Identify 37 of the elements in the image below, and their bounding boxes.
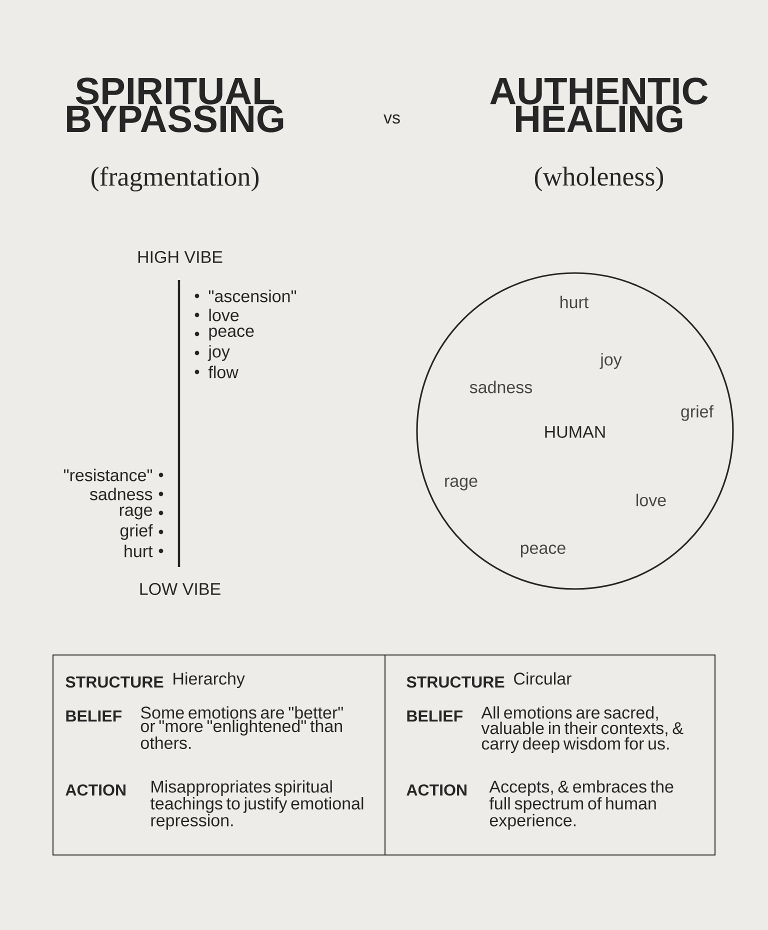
list-item: "resistance": [64, 468, 164, 482]
axis-label: LOW VIBE: [140, 582, 220, 596]
cell-text: Some emotions are "better" or "more "enlightened" than others.: [140, 706, 343, 750]
list-item: joy: [194, 345, 230, 361]
row-heading: STRUCTURE: [66, 676, 164, 688]
list-item: "ascension": [194, 290, 296, 302]
center-label: HUMAN: [545, 426, 605, 438]
emotion-word: hurt: [560, 296, 588, 308]
subtitle-text: (wholeness): [534, 166, 664, 192]
emotion-word: rage: [445, 478, 478, 490]
cell-text: Circular: [514, 672, 572, 685]
list-item: grief: [120, 524, 164, 540]
title-text: SPIRITUAL BYPASSING: [67, 78, 284, 132]
cell-text: Hierarchy: [174, 672, 245, 688]
emotion-word: sadness: [470, 380, 532, 394]
row-heading: BELIEF: [407, 710, 462, 722]
vs-text: vs: [384, 114, 400, 124]
list-item: hurt: [124, 544, 164, 558]
cell-text: All emotions are sacred, valuable in their contexts, & carry deep wisdom for us.: [481, 706, 684, 754]
axis-label: HIGH VIBE: [138, 251, 222, 264]
list-item: rage: [120, 506, 164, 520]
emotion-word: joy: [600, 353, 622, 369]
emotion-word: love: [636, 494, 666, 506]
list-item: flow: [194, 366, 238, 378]
list-item: love: [194, 308, 239, 322]
emotion-word: grief: [681, 405, 714, 421]
title-text: AUTHENTIC HEALING: [490, 78, 708, 132]
row-heading: BELIEF: [66, 710, 122, 722]
list-item: peace: [194, 328, 254, 340]
list-item: sadness: [90, 488, 164, 500]
row-heading: ACTION: [66, 784, 126, 796]
subtitle-text: (fragmentation): [91, 166, 259, 192]
cell-text: Accepts, & embraces the full spectrum of human experience.: [489, 780, 674, 830]
cell-text: Misappropriates spiritual teachings to justify emotional repression.: [150, 780, 364, 830]
row-heading: STRUCTURE: [406, 676, 504, 688]
row-heading: ACTION: [406, 784, 466, 796]
emotion-word: peace: [520, 544, 566, 558]
